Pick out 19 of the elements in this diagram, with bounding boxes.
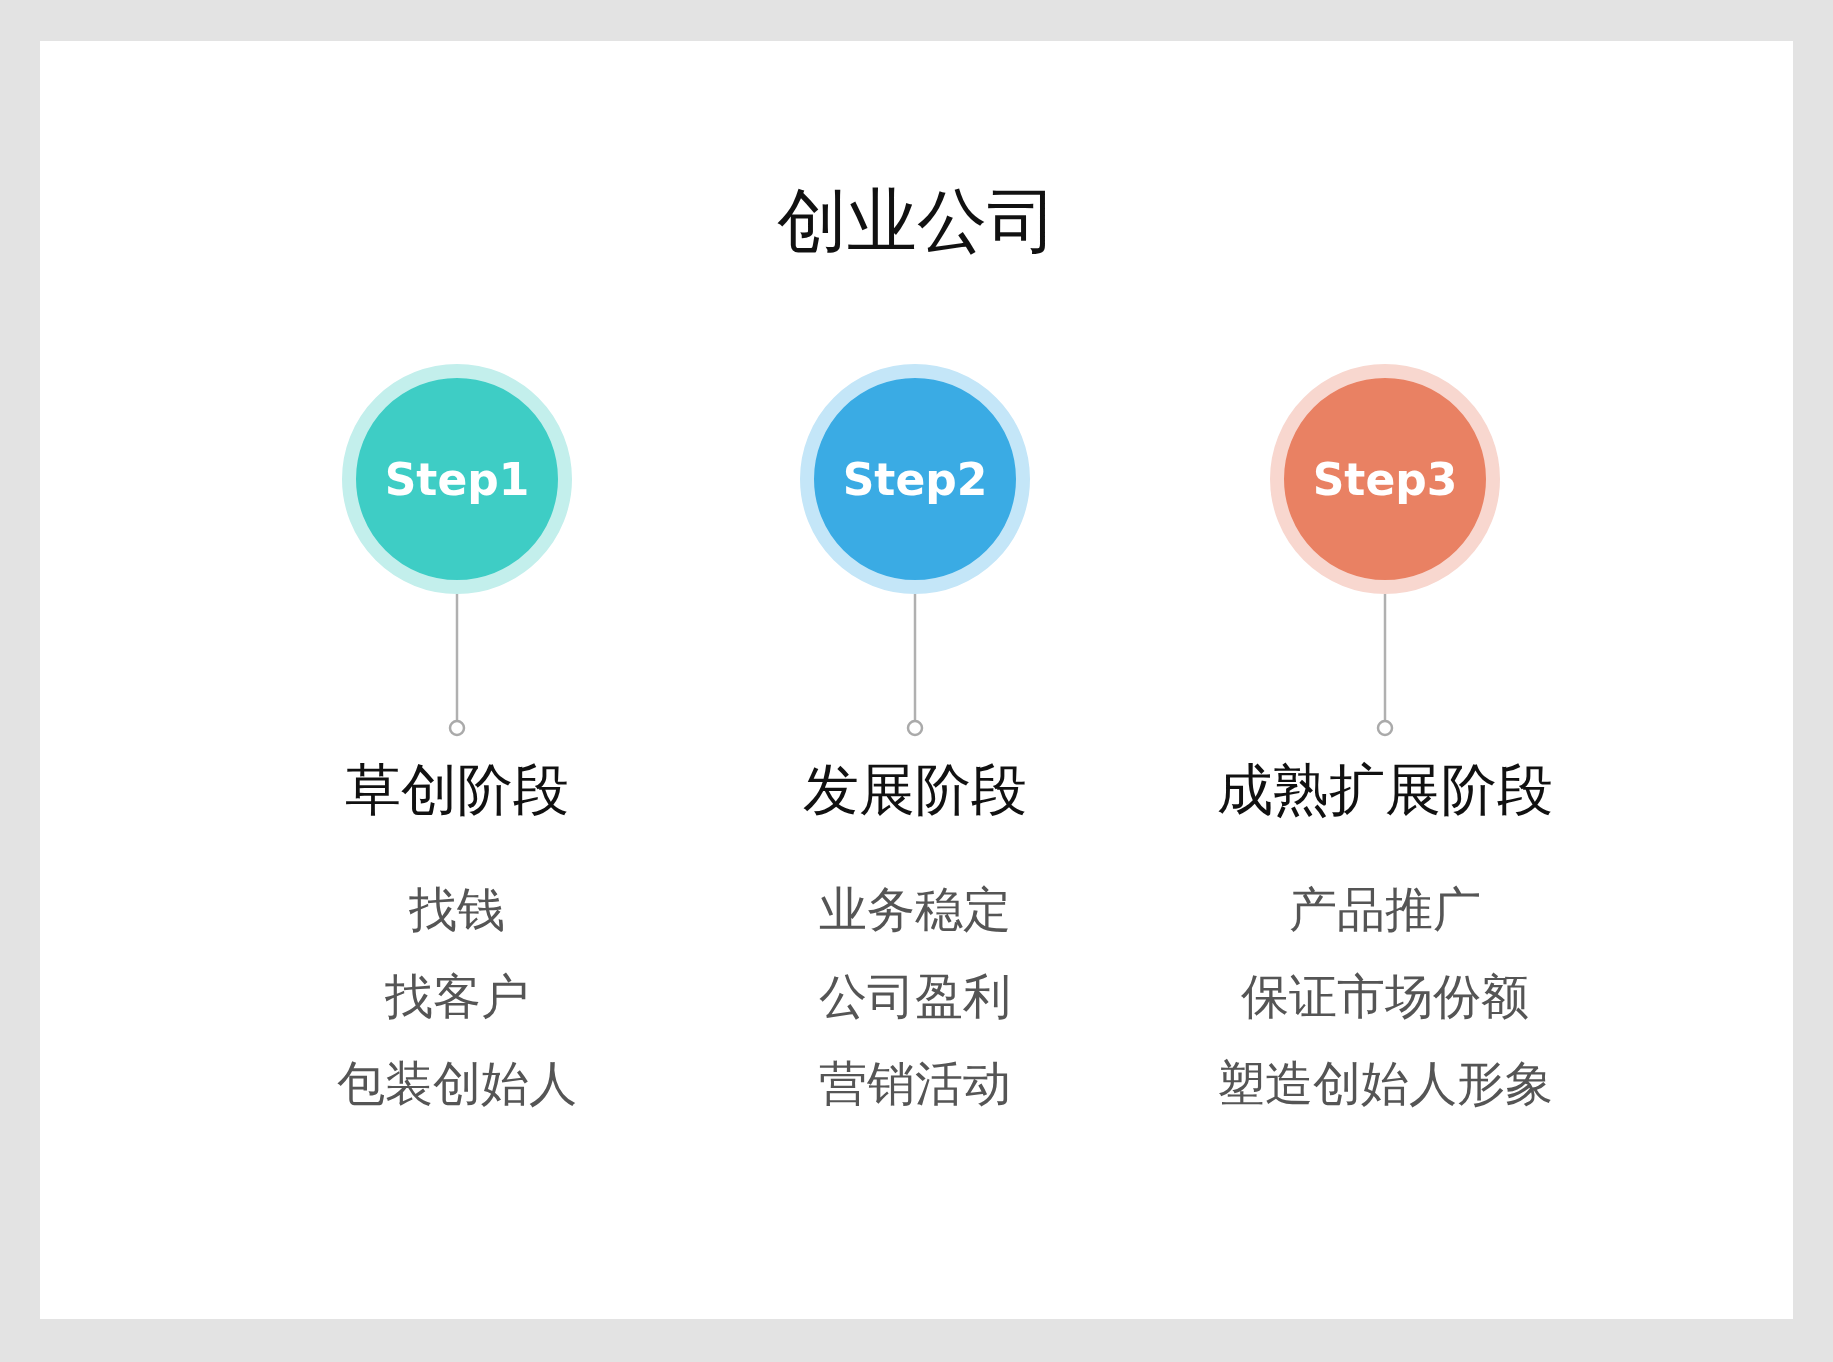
stage-item: 塑造创始人形象 xyxy=(1217,1054,1553,1113)
stage-item: 业务稳定 xyxy=(819,880,1011,939)
stage-item: 保证市场份额 xyxy=(1241,967,1529,1026)
stage-heading: 草创阶段 xyxy=(345,756,569,824)
stage-item: 包装创始人 xyxy=(337,1054,577,1113)
stage-heading: 发展阶段 xyxy=(803,756,1027,824)
stage-item: 产品推广 xyxy=(1289,880,1481,939)
stage-item: 公司盈利 xyxy=(819,967,1011,1026)
diagram-title: 创业公司 xyxy=(776,180,1057,262)
step-label: Step1 xyxy=(384,453,530,505)
stage-item: 营销活动 xyxy=(819,1054,1011,1113)
stage-item: 找钱 xyxy=(409,880,505,939)
connector-line xyxy=(1376,594,1394,737)
step-label: Step3 xyxy=(1312,453,1458,505)
stage-heading: 成熟扩展阶段 xyxy=(1217,756,1553,824)
connector-line xyxy=(906,594,924,737)
step-label: Step2 xyxy=(842,453,988,505)
stage-item: 找客户 xyxy=(385,967,529,1026)
connector-line xyxy=(448,594,466,737)
